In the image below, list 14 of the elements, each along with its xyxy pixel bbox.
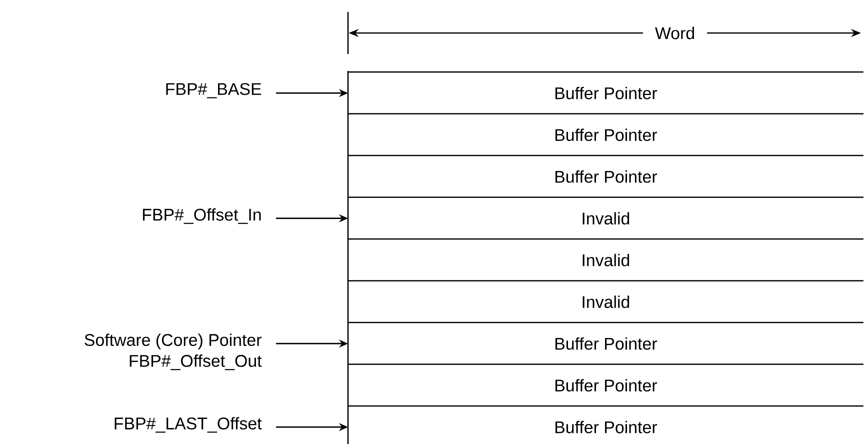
pointer-label: FBP#_LAST_Offset (114, 417, 262, 433)
pointer-label: Software (Core) Pointer FBP#_Offset_Out (84, 334, 262, 370)
memory-row: Invalid (348, 238, 864, 266)
memory-row: Invalid (348, 280, 864, 308)
memory-row: Buffer Pointer (348, 405, 864, 434)
dimension-label: Word (642, 24, 708, 42)
memory-row: Buffer Pointer (348, 364, 864, 392)
pointer-label: FBP#_BASE (166, 83, 262, 98)
memory-row: Invalid (348, 196, 864, 225)
memory-row: Buffer Pointer (348, 71, 864, 100)
pointer-label: FBP#_Offset_In (143, 208, 261, 224)
memory-row: Buffer Pointer (348, 154, 864, 183)
memory-row: Buffer Pointer (348, 113, 864, 142)
memory-row: Buffer Pointer (348, 322, 864, 350)
